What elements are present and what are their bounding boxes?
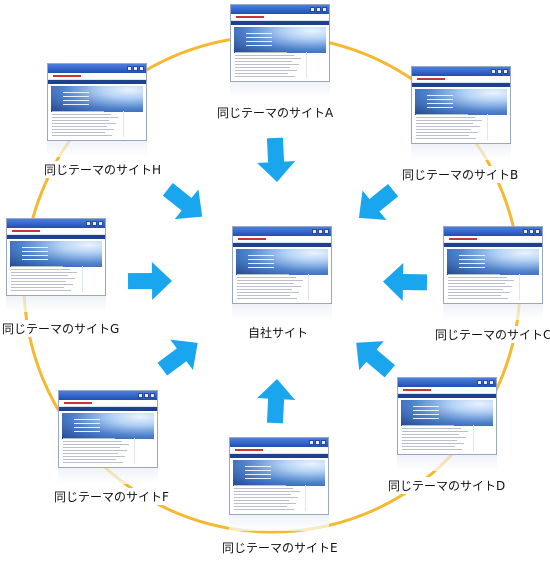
arrow-icon-h	[162, 183, 203, 220]
site-f-label: 同じテーマのサイトF	[52, 488, 171, 505]
thumbnail-reflection	[397, 455, 497, 471]
arrow-icon-b	[358, 183, 399, 221]
website-thumbnail	[58, 390, 158, 468]
site-b-label: 同じテーマのサイトB	[400, 166, 521, 183]
website-thumbnail	[47, 63, 147, 141]
site-h	[47, 63, 147, 157]
site-c	[443, 226, 543, 320]
site-a	[230, 4, 330, 98]
thumbnail-reflection	[411, 144, 511, 160]
site-g-label: 同じテーマのサイトG	[0, 320, 122, 337]
arrow-icon-f	[157, 339, 198, 376]
site-d	[397, 377, 497, 471]
arrow-group	[127, 137, 428, 424]
website-thumbnail	[443, 226, 543, 304]
site-c-label: 同じテーマのサイトC	[433, 326, 550, 343]
website-thumbnail	[6, 218, 106, 296]
thumbnail-reflection	[232, 304, 332, 320]
website-thumbnail	[411, 66, 511, 144]
arrow-icon-e	[257, 379, 296, 424]
site-own	[232, 226, 332, 320]
arrow-icon-a	[257, 137, 296, 182]
website-thumbnail	[229, 437, 329, 515]
arrow-icon-c	[383, 262, 428, 301]
thumbnail-reflection	[443, 304, 543, 320]
site-e	[229, 437, 329, 531]
site-own-label: 自社サイト	[246, 324, 311, 341]
site-g	[6, 218, 106, 312]
site-a-label: 同じテーマのサイトA	[215, 104, 336, 121]
website-thumbnail	[230, 4, 330, 82]
arrow-icon-g	[127, 261, 172, 300]
site-b	[411, 66, 511, 160]
thumbnail-reflection	[6, 296, 106, 312]
arrow-icon-d	[356, 341, 395, 378]
site-f	[58, 390, 158, 484]
thumbnail-reflection	[58, 468, 158, 484]
thumbnail-reflection	[47, 141, 147, 157]
site-d-label: 同じテーマのサイトD	[386, 477, 508, 494]
thumbnail-reflection	[230, 82, 330, 98]
site-h-label: 同じテーマのサイトH	[42, 161, 164, 178]
site-e-label: 同じテーマのサイトE	[220, 539, 340, 556]
website-thumbnail	[232, 226, 332, 304]
thumbnail-reflection	[229, 515, 329, 531]
website-thumbnail	[397, 377, 497, 455]
